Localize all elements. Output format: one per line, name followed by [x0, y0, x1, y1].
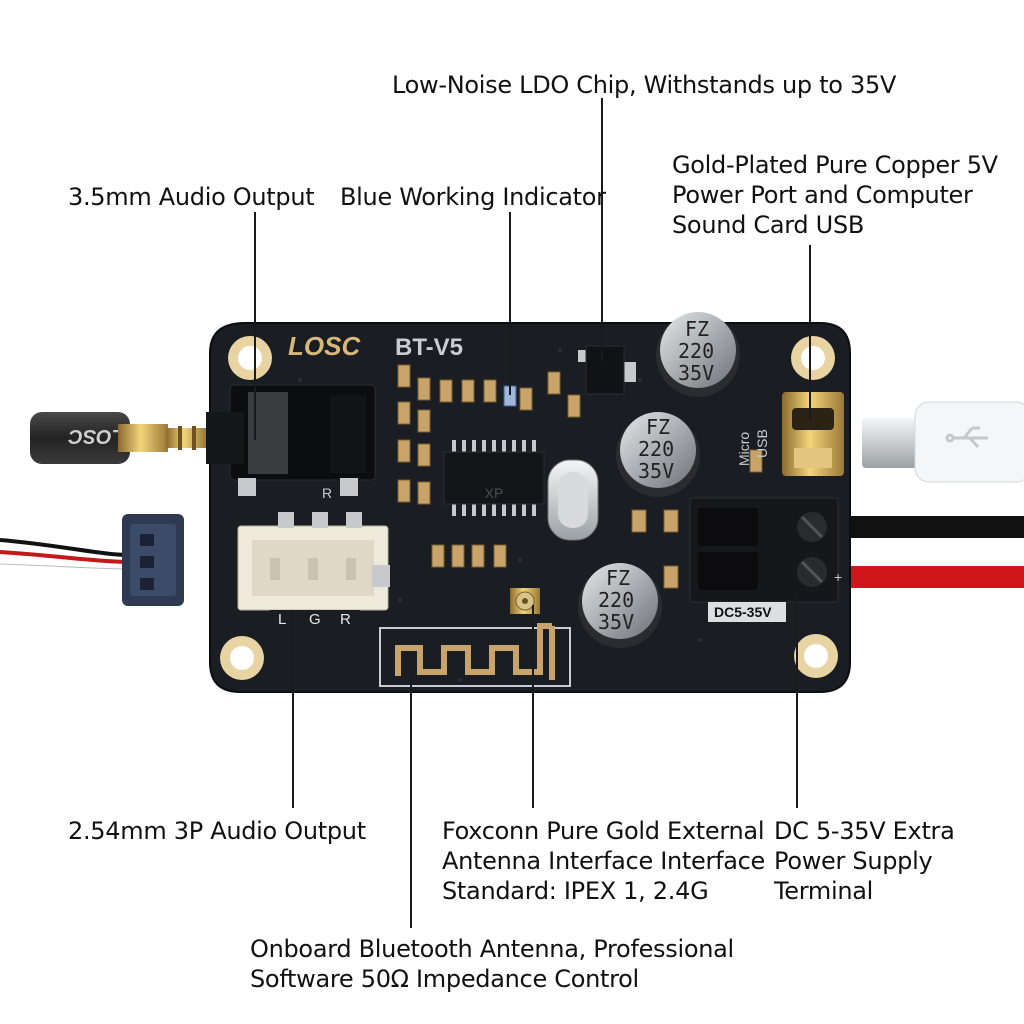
label-ipex: Foxconn Pure Gold External Antenna Inter… [442, 817, 765, 905]
usb-cable [862, 401, 1024, 483]
callout-lines [254, 98, 811, 928]
label-3p-audio: 2.54mm 3P Audio Output [68, 817, 366, 845]
black-wire [840, 516, 1024, 538]
micro-usb-port: Micro USB [736, 392, 844, 476]
svg-text:+: + [834, 569, 842, 585]
ipex-connector [510, 588, 540, 614]
svg-text:35V: 35V [638, 459, 674, 483]
3p-header: L G R [237, 512, 390, 628]
capacitor-1: FZ 220 35V [656, 312, 740, 397]
pin-label-g: G [309, 611, 321, 628]
svg-text:35V: 35V [678, 361, 714, 385]
label-blue-indicator: Blue Working Indicator [340, 183, 606, 211]
model-label: BT-V5 [395, 334, 463, 361]
svg-text:FZ: FZ [606, 566, 630, 590]
smd-components [397, 364, 763, 589]
svg-text:XP: XP [485, 485, 504, 501]
dc-terminal: + DC5-35V [689, 497, 842, 622]
pcb-board: LOSC BT-V5 R L G R [206, 312, 851, 693]
pin-label-r: R [340, 611, 351, 628]
label-dc-terminal: DC 5-35V Extra Power Supply Terminal [774, 817, 955, 905]
dc-label: DC5-35V [714, 604, 772, 620]
label-ldo: Low-Noise LDO Chip, Withstands up to 35V [392, 71, 897, 99]
mounting-holes [220, 336, 838, 680]
capacitor-2: FZ 220 35V [616, 412, 700, 497]
svg-text:Micro: Micro [736, 432, 752, 466]
wires [0, 514, 1024, 590]
label-3-5mm-audio: 3.5mm Audio Output [68, 183, 315, 211]
audio-jack: R [206, 384, 376, 501]
svg-text:LOSC: LOSC [68, 425, 124, 447]
brand-logo: LOSC [288, 331, 361, 361]
audio-cable: LOSC [30, 412, 216, 464]
pin-label-l: L [278, 611, 286, 628]
silk-r: R [322, 485, 332, 501]
svg-text:220: 220 [678, 339, 714, 363]
svg-text:220: 220 [638, 437, 674, 461]
crystal [547, 459, 599, 541]
capacitor-3: FZ 220 35V [578, 563, 662, 648]
svg-text:220: 220 [598, 588, 634, 612]
svg-text:FZ: FZ [646, 415, 670, 439]
svg-text:USB: USB [754, 429, 770, 458]
usb-logo-icon [945, 426, 988, 448]
label-usb-port: Gold-Plated Pure Copper 5V Power Port an… [672, 151, 998, 239]
svg-text:35V: 35V [598, 610, 634, 634]
main-chip: XP [443, 440, 545, 516]
ldo-chip [578, 345, 636, 395]
svg-text:FZ: FZ [685, 317, 709, 341]
label-onboard-antenna: Onboard Bluetooth Antenna, Professional … [250, 935, 734, 993]
3p-plug [122, 514, 184, 606]
red-wire [840, 566, 1024, 588]
